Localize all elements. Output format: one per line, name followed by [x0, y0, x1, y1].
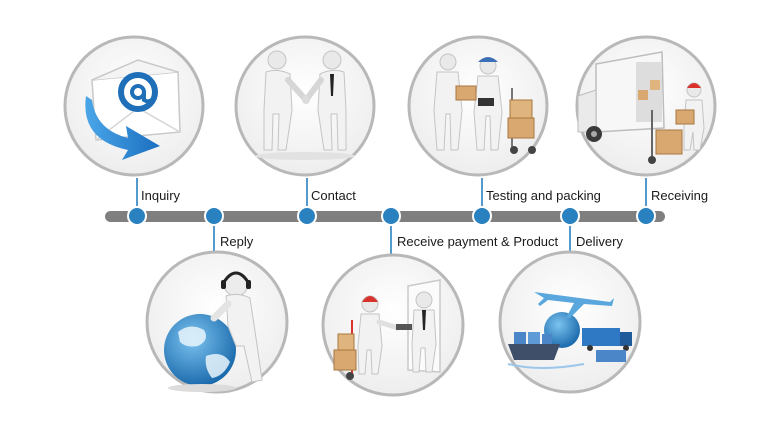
- node-delivery: [560, 206, 580, 226]
- node-contact: [297, 206, 317, 226]
- node-receiving: [636, 206, 656, 226]
- node-reply: [204, 206, 224, 226]
- email-at-icon: [63, 35, 205, 177]
- handshake-icon: [234, 35, 376, 177]
- step-label-receive-payment: Receive payment & Product: [397, 234, 559, 249]
- step-label-receiving: Receiving: [651, 188, 709, 203]
- step-label-testing-packing: Testing and packing: [486, 188, 601, 203]
- truck-unloading-icon: [575, 35, 717, 177]
- payment-handover-icon: [321, 253, 465, 397]
- step-label-delivery: Delivery: [576, 234, 623, 249]
- step-label-inquiry: Inquiry: [141, 188, 181, 203]
- step-label-reply: Reply: [220, 234, 254, 249]
- node-inquiry: [127, 206, 147, 226]
- timeline-nodes: [127, 206, 656, 226]
- air-sea-freight-icon: [498, 250, 642, 394]
- node-testing-packing: [472, 206, 492, 226]
- step-label-contact: Contact: [311, 188, 356, 203]
- packing-boxes-icon: [407, 35, 549, 177]
- node-receive-payment: [381, 206, 401, 226]
- support-agent-globe-icon: [145, 250, 289, 394]
